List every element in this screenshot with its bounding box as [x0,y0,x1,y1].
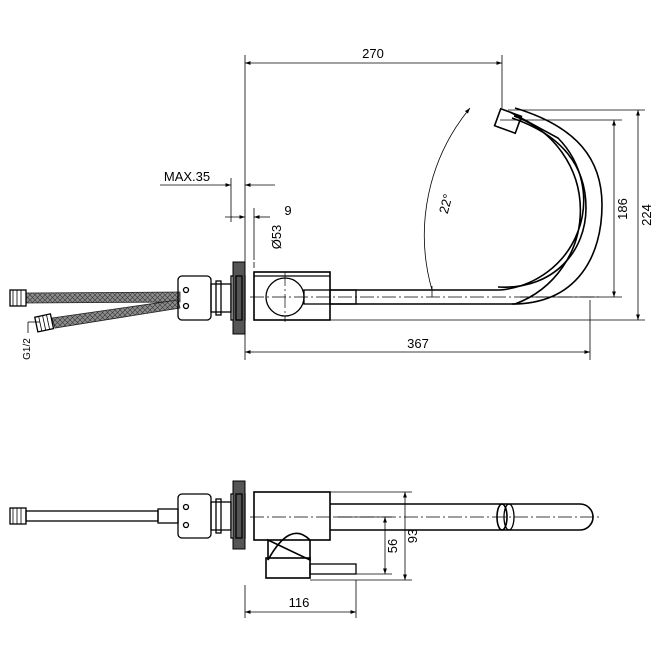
supply-hoses [9,289,181,333]
dim-total-length: 367 [407,336,429,351]
center-lines [250,272,600,322]
dim-diameter: Ø53 [269,225,284,250]
dim-max-deck: MAX.35 [164,169,210,184]
spout [330,107,603,305]
dim-spout-height: 186 [615,198,630,220]
dim-nine: 9 [284,203,291,218]
dim-total-height: 224 [639,204,654,226]
dimension-lines [27,61,640,354]
plan-body [253,491,357,579]
plan-spout [250,503,600,531]
dim-angle: 22° [436,192,456,215]
plan-dimension-lines [245,492,407,614]
dim-base-116: 116 [289,595,310,610]
plan-shank [177,480,246,550]
faucet-body [253,271,357,321]
mounting-shank [177,261,246,335]
dim-reach: 270 [362,46,384,61]
dim-depth-93: 93 [405,529,420,543]
side-elevation-view: 270 MAX.35 9 Ø53 22° 186 224 367 G1/2 [9,46,654,360]
dim-thread: G1/2 [22,338,33,360]
plan-view: 56 93 116 [9,480,600,618]
plan-hose [9,507,179,525]
dim-depth-56: 56 [385,539,400,553]
